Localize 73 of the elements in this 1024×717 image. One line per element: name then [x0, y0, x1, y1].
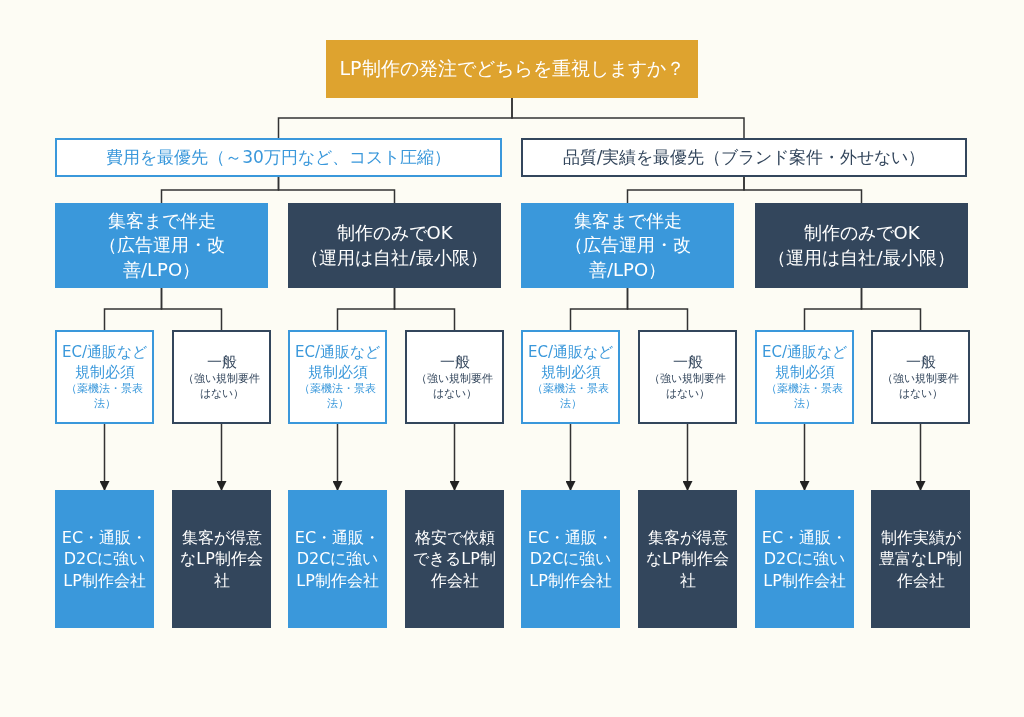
box-label: 制作のみでOK — [803, 221, 920, 246]
box-label: 集客が得意なLP制作会社 — [179, 526, 264, 592]
result-box — [405, 490, 504, 628]
condition-box — [871, 330, 970, 424]
option-box — [55, 138, 502, 177]
box-label: EC・通販・D2Cに強いLP制作会社 — [761, 526, 848, 592]
option-box — [755, 203, 968, 288]
result-box — [521, 490, 620, 628]
box-label: 集客まで伴走 — [573, 209, 682, 234]
result-box — [638, 490, 737, 628]
arrow — [799, 423, 810, 491]
result-box — [755, 490, 854, 628]
box-note: （強い規制要件はない） — [182, 372, 261, 402]
box-label: 費用を最優先（～30万円など、コスト圧縮） — [106, 146, 451, 169]
box-label: 品質/実績を最優先（ブランド案件・外せない） — [562, 146, 926, 169]
condition-box — [55, 330, 154, 424]
box-label: EC/通販など規制必須 — [294, 341, 381, 383]
connector-line — [393, 287, 456, 331]
box-note: （薬機法・景表法） — [765, 382, 844, 413]
option-box — [521, 203, 734, 288]
arrow — [682, 423, 693, 491]
connector-line — [511, 97, 745, 139]
condition-box — [638, 330, 737, 424]
box-label: 集客が得意なLP制作会社 — [645, 526, 730, 592]
box-note: （広告運用・改善/LPO） — [97, 233, 226, 282]
connector-line — [160, 287, 223, 331]
connector-line — [626, 287, 689, 331]
arrow — [565, 423, 576, 491]
box-label: LP制作の発注でどちらを重視しますか？ — [339, 56, 685, 82]
connector-line — [743, 176, 863, 204]
condition-box — [288, 330, 387, 424]
box-note: （薬機法・景表法） — [298, 382, 377, 413]
box-label: 格安で依頼できるLP制作会社 — [412, 526, 497, 592]
question-box — [326, 40, 698, 98]
box-note: （強い規制要件はない） — [881, 372, 960, 402]
box-label: EC/通販など規制必須 — [61, 341, 148, 383]
box-note: （強い規制要件はない） — [648, 372, 727, 402]
result-box — [288, 490, 387, 628]
box-label: EC/通販など規制必須 — [761, 341, 848, 383]
condition-box — [521, 330, 620, 424]
box-label: EC/通販など規制必須 — [527, 341, 614, 383]
arrow — [332, 423, 343, 491]
arrow — [99, 423, 110, 491]
box-label: EC・通販・D2Cに強いLP制作会社 — [527, 526, 614, 592]
box-label: 一般 — [904, 352, 937, 373]
result-box — [871, 490, 970, 628]
connector-line — [860, 287, 922, 331]
arrow — [449, 423, 460, 491]
box-note: （運用は自社/最小限） — [768, 245, 955, 270]
box-label: 一般 — [671, 352, 704, 373]
box-note: （薬機法・景表法） — [531, 382, 610, 413]
condition-box — [172, 330, 271, 424]
connector-line — [277, 176, 396, 204]
box-note: （強い規制要件はない） — [415, 372, 494, 402]
option-box — [55, 203, 268, 288]
box-note: （運用は自社/最小限） — [301, 245, 488, 270]
box-note: （広告運用・改善/LPO） — [563, 233, 692, 282]
box-note: （薬機法・景表法） — [65, 382, 144, 413]
box-label: EC・通販・D2Cに強いLP制作会社 — [61, 526, 148, 592]
result-box — [172, 490, 271, 628]
option-box — [288, 203, 501, 288]
box-label: 制作実績が豊富なLP制作会社 — [878, 526, 963, 592]
box-label: EC・通販・D2Cに強いLP制作会社 — [294, 526, 381, 592]
box-label: 一般 — [438, 352, 471, 373]
condition-box — [405, 330, 504, 424]
option-box — [521, 138, 967, 177]
box-label: 制作のみでOK — [336, 221, 453, 246]
result-box — [55, 490, 154, 628]
arrow — [216, 423, 227, 491]
box-label: 集客まで伴走 — [107, 209, 216, 234]
arrow — [915, 423, 926, 491]
condition-box — [755, 330, 854, 424]
box-label: 一般 — [205, 352, 238, 373]
